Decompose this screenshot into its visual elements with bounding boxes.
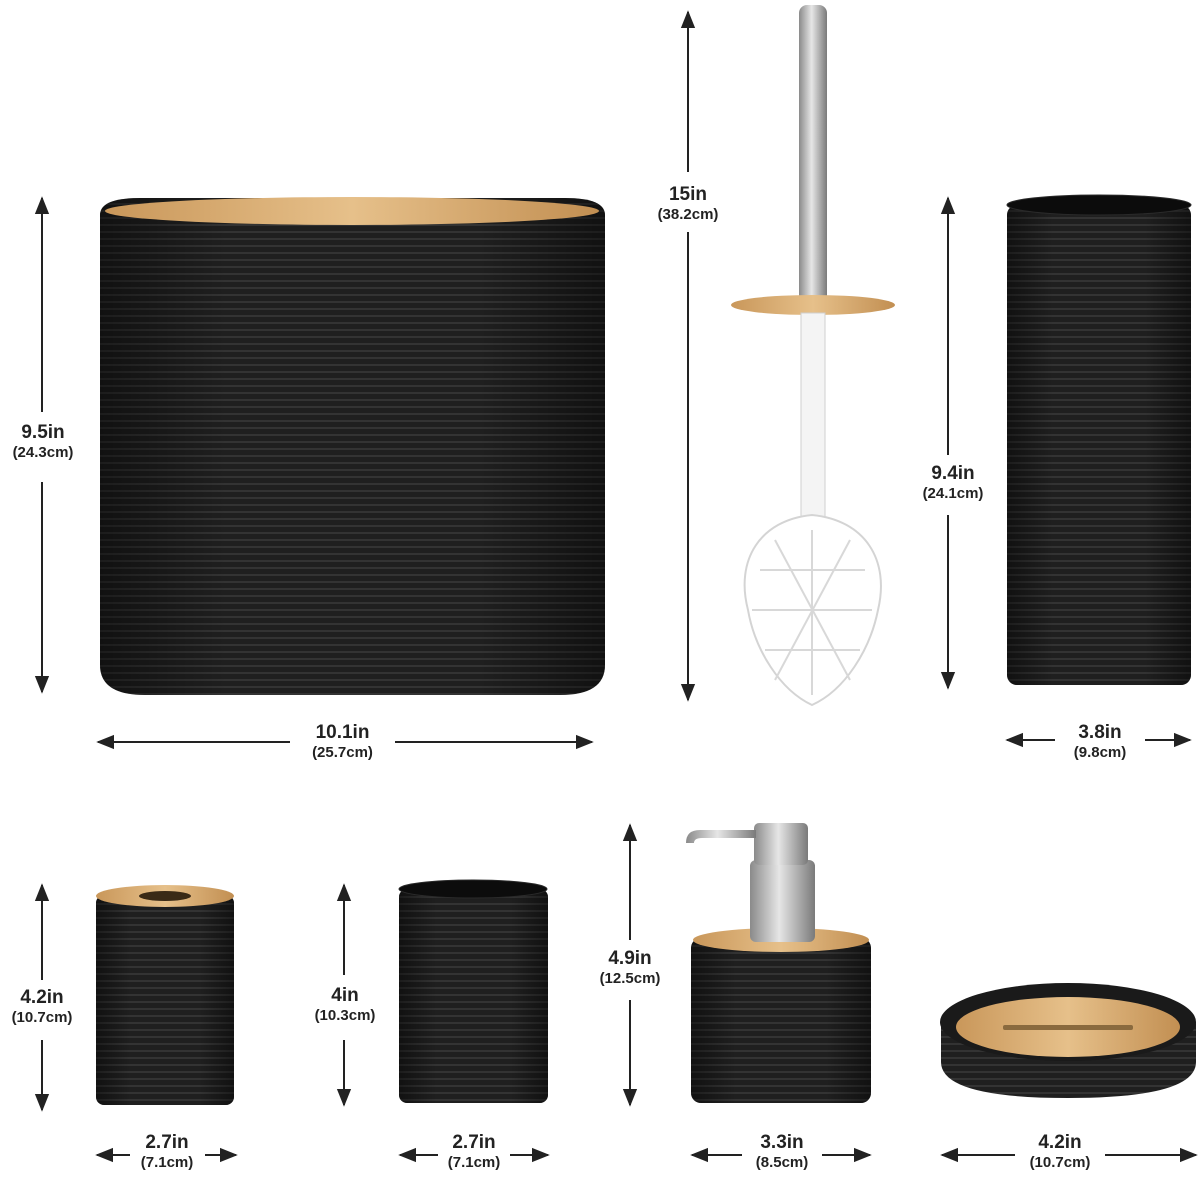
soap-dispenser: [686, 823, 871, 1103]
brush-holder-width-in: 3.8in: [1078, 722, 1122, 743]
tumbler-height-in: 4in: [331, 985, 359, 1006]
tumbler-width-label: 2.7in (7.1cm): [432, 1132, 516, 1171]
brush-holder-height-label: 9.4in (24.1cm): [905, 463, 1001, 502]
trash-can-width-in: 10.1in: [315, 722, 370, 743]
pump-nozzle: [686, 830, 756, 843]
soap-dish-width-cm: (10.7cm): [1029, 1153, 1091, 1171]
brush-steel-handle: [799, 5, 827, 305]
brush-holder-height-in: 9.4in: [931, 463, 975, 484]
toothbrush-holder: [96, 885, 234, 1105]
trash-can-height-label: 9.5in (24.3cm): [0, 422, 86, 461]
soap-dispenser-width-in: 3.3in: [760, 1132, 804, 1153]
toilet-brush-height-in: 15in: [668, 184, 708, 205]
toothbrush-holder-height-in: 4.2in: [20, 987, 64, 1008]
pump-body: [750, 860, 815, 942]
soap-dispenser-height-in: 4.9in: [608, 948, 652, 969]
toothbrush-holder-width-label: 2.7in (7.1cm): [125, 1132, 209, 1171]
soap-dispenser-height-label: 4.9in (12.5cm): [584, 948, 676, 987]
toothbrush-holder-width-in: 2.7in: [145, 1132, 189, 1153]
toothbrush-holder-width-cm: (7.1cm): [140, 1153, 194, 1171]
brush-holder-width-label: 3.8in (9.8cm): [1055, 722, 1145, 761]
toothbrush-holder-height-label: 4.2in (10.7cm): [0, 987, 84, 1026]
trash-can-height-cm: (24.3cm): [12, 443, 74, 461]
tumbler-width-cm: (7.1cm): [447, 1153, 501, 1171]
soap-dish-width-in: 4.2in: [1038, 1132, 1082, 1153]
soap-dispenser-height-cm: (12.5cm): [599, 969, 661, 987]
brush-holder-height-cm: (24.1cm): [922, 484, 984, 502]
pump-head: [754, 823, 808, 865]
tumbler: [398, 879, 548, 1103]
trash-can-width-label: 10.1in (25.7cm): [290, 722, 395, 761]
toilet-brush: [731, 5, 895, 707]
soap-dish-width-label: 4.2in (10.7cm): [1012, 1132, 1108, 1171]
trash-can-width-cm: (25.7cm): [312, 743, 373, 761]
tumbler-height-label: 4in (10.3cm): [300, 985, 390, 1024]
soap-dispenser-width-cm: (8.5cm): [755, 1153, 809, 1171]
dimension-arrows: [34, 10, 1198, 1163]
brush-white-stem: [800, 312, 826, 524]
trash-can-height-in: 9.5in: [21, 422, 65, 443]
toilet-brush-height-label: 15in (38.2cm): [640, 184, 736, 223]
brush-holder: [1006, 194, 1192, 685]
trash-can: [100, 197, 605, 695]
tumbler-width-in: 2.7in: [452, 1132, 496, 1153]
toilet-brush-height-cm: (38.2cm): [657, 205, 719, 223]
tumbler-height-cm: (10.3cm): [314, 1006, 376, 1024]
toothbrush-holder-height-cm: (10.7cm): [11, 1008, 73, 1026]
soap-dish: [940, 983, 1196, 1098]
trash-can-bamboo-lid: [105, 197, 599, 225]
brush-bamboo-cap: [731, 295, 895, 315]
brush-holder-width-cm: (9.8cm): [1073, 743, 1127, 761]
soap-dispenser-width-label: 3.3in (8.5cm): [738, 1132, 826, 1171]
